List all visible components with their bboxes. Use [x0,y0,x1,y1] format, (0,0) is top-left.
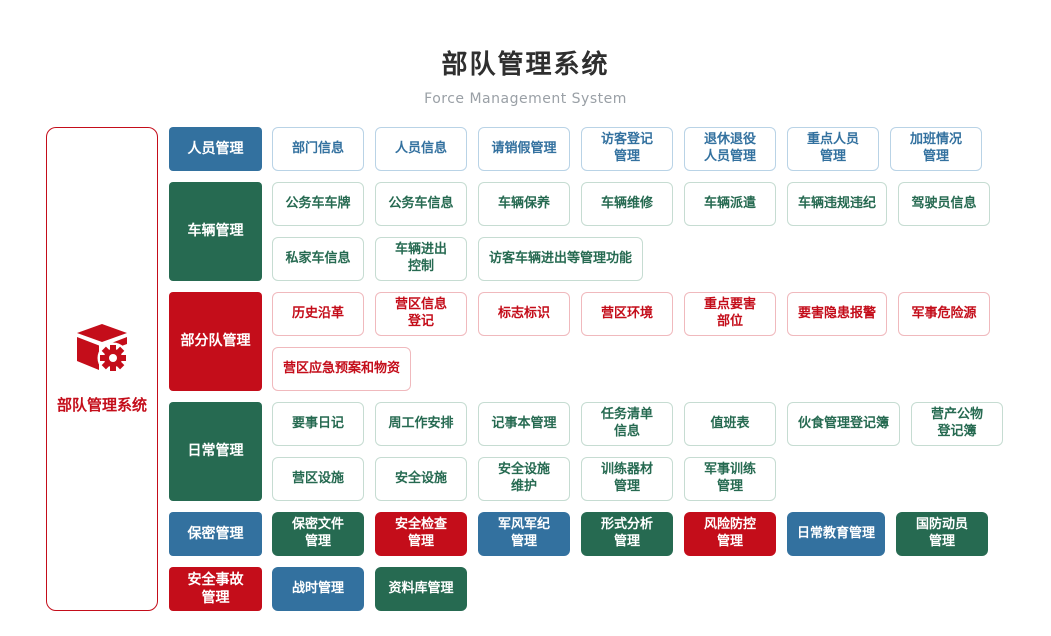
feature-tile: 车辆进出 控制 [375,237,467,281]
category-tile: 人员管理 [169,127,262,171]
module-rows: 人员管理部门信息人员信息请销假管理访客登记 管理退休退役 人员管理重点人员 管理… [169,127,1004,611]
category-tile: 保密管理 [169,512,262,556]
feature-tile: 私家车信息 [272,237,364,281]
category-tile: 部分队管理 [169,292,262,391]
feature-line: 要事日记周工作安排记事本管理任务清单 信息值班表伙食管理登记簿营产公物 登记簿 [272,402,1004,446]
system-root-label: 部队管理系统 [56,395,147,414]
feature-tile: 营区应急预案和物资 [272,347,412,391]
module-row: 日常管理要事日记周工作安排记事本管理任务清单 信息值班表伙食管理登记簿营产公物 … [169,402,1004,501]
feature-tile: 车辆派遣 [684,182,776,226]
system-root-card: 部队管理系统 [46,127,158,611]
module-row: 保密管理保密文件 管理安全检查 管理军风军纪 管理形式分析 管理风险防控 管理日… [169,512,1003,556]
feature-line: 营区设施安全设施安全设施 维护训练器材 管理军事训练 管理 [272,457,1003,501]
feature-tile: 加班情况 管理 [890,127,982,171]
feature-tile: 访客登记 管理 [581,127,673,171]
feature-tile: 资料库管理 [375,567,467,611]
feature-tile: 退休退役 人员管理 [684,127,776,171]
diagram-page: 部队管理系统 Force Management System [0,0,1051,611]
category-tile: 安全事故 管理 [169,567,262,611]
page-subtitle: Force Management System [424,91,627,107]
feature-lines: 历史沿革营区信息 登记标志标识营区环境重点要害 部位要害隐患报警军事危险源营区应… [272,292,991,391]
feature-tile: 安全检查 管理 [375,512,467,556]
feature-lines: 保密文件 管理安全检查 管理军风军纪 管理形式分析 管理风险防控 管理日常教育管… [272,512,989,556]
feature-tile: 部门信息 [272,127,364,171]
feature-tile: 战时管理 [272,567,364,611]
feature-tile: 车辆违规违纪 [787,182,888,226]
category-tile: 日常管理 [169,402,262,501]
module-row: 安全事故 管理战时管理资料库管理 [169,567,1003,611]
feature-tile: 人员信息 [375,127,467,171]
feature-lines: 公务车车牌公务车信息车辆保养车辆维修车辆派遣车辆违规违纪驾驶员信息私家车信息车辆… [272,182,991,281]
feature-tile: 周工作安排 [375,402,467,446]
feature-tile: 军风军纪 管理 [478,512,570,556]
feature-tile: 营区信息 登记 [375,292,467,336]
diagram-header: 部队管理系统 Force Management System [0,0,1051,107]
feature-tile: 伙食管理登记簿 [787,402,901,446]
feature-tile: 值班表 [684,402,776,446]
feature-tile: 重点要害 部位 [684,292,776,336]
feature-tile: 任务清单 信息 [581,402,673,446]
feature-tile: 公务车信息 [375,182,467,226]
feature-tile: 国防动员 管理 [896,512,989,556]
feature-tile: 记事本管理 [478,402,570,446]
feature-line: 保密文件 管理安全检查 管理军风军纪 管理形式分析 管理风险防控 管理日常教育管… [272,512,989,556]
feature-tile: 请销假管理 [478,127,570,171]
feature-line: 历史沿革营区信息 登记标志标识营区环境重点要害 部位要害隐患报警军事危险源 [272,292,991,336]
feature-line: 公务车车牌公务车信息车辆保养车辆维修车辆派遣车辆违规违纪驾驶员信息 [272,182,991,226]
module-row: 部分队管理历史沿革营区信息 登记标志标识营区环境重点要害 部位要害隐患报警军事危… [169,292,1003,391]
category-tile: 车辆管理 [169,182,262,281]
feature-tile: 车辆保养 [478,182,570,226]
feature-lines: 要事日记周工作安排记事本管理任务清单 信息值班表伙食管理登记簿营产公物 登记簿营… [272,402,1004,501]
cube-gear-icon [73,323,131,378]
feature-line: 营区应急预案和物资 [272,347,990,391]
module-row: 人员管理部门信息人员信息请销假管理访客登记 管理退休退役 人员管理重点人员 管理… [169,127,1003,171]
feature-tile: 安全设施 [375,457,467,501]
feature-tile: 日常教育管理 [787,512,886,556]
diagram-body: 部队管理系统 人员管理部门信息人员信息请销假管理访客登记 管理退休退役 人员管理… [46,127,1004,611]
feature-tile: 驾驶员信息 [898,182,991,226]
feature-tile: 要害隐患报警 [787,292,888,336]
feature-tile: 公务车车牌 [272,182,364,226]
feature-line: 部门信息人员信息请销假管理访客登记 管理退休退役 人员管理重点人员 管理加班情况… [272,127,982,171]
feature-tile: 形式分析 管理 [581,512,673,556]
page-title: 部队管理系统 [441,50,610,80]
feature-tile: 军事训练 管理 [684,457,776,501]
feature-lines: 战时管理资料库管理 [272,567,467,611]
feature-tile: 营产公物 登记簿 [911,402,1004,446]
feature-tile: 车辆维修 [581,182,673,226]
feature-tile: 访客车辆进出等管理功能 [478,237,644,281]
feature-tile: 要事日记 [272,402,364,446]
feature-tile: 保密文件 管理 [272,512,364,556]
module-row: 车辆管理公务车车牌公务车信息车辆保养车辆维修车辆派遣车辆违规违纪驾驶员信息私家车… [169,182,1003,281]
feature-lines: 部门信息人员信息请销假管理访客登记 管理退休退役 人员管理重点人员 管理加班情况… [272,127,982,171]
feature-tile: 标志标识 [478,292,570,336]
feature-tile: 营区设施 [272,457,364,501]
feature-line: 战时管理资料库管理 [272,567,467,611]
feature-tile: 历史沿革 [272,292,364,336]
feature-tile: 安全设施 维护 [478,457,570,501]
feature-tile: 营区环境 [581,292,673,336]
feature-tile: 重点人员 管理 [787,127,879,171]
feature-tile: 训练器材 管理 [581,457,673,501]
feature-tile: 风险防控 管理 [684,512,776,556]
feature-tile: 军事危险源 [898,292,991,336]
feature-line: 私家车信息车辆进出 控制访客车辆进出等管理功能 [272,237,990,281]
